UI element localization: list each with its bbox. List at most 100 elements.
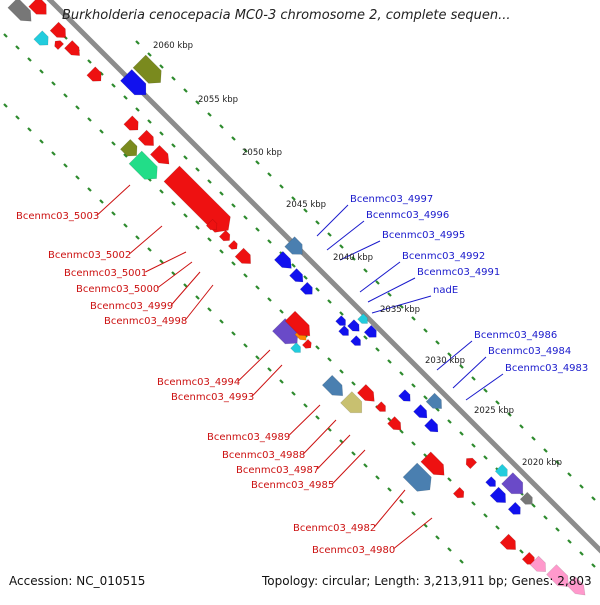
gene-arrow[interactable]: [7, 0, 36, 26]
kbp-label: 2040 kbp: [333, 253, 373, 263]
tick-mark: [387, 359, 392, 364]
gene-arrow[interactable]: [33, 30, 52, 49]
tick-mark: [87, 117, 92, 122]
tick-mark: [207, 112, 212, 117]
gene-label-reverse[interactable]: Bcenmc03_4993: [171, 392, 254, 403]
gene-label-forward[interactable]: Bcenmc03_4997: [350, 194, 433, 205]
gene-arrow[interactable]: [132, 54, 167, 89]
gene-arrow[interactable]: [420, 451, 449, 480]
gene-arrow[interactable]: [413, 404, 431, 422]
gene-arrow[interactable]: [289, 268, 307, 286]
gene-arrow[interactable]: [340, 391, 368, 419]
gene-arrow[interactable]: [234, 247, 255, 268]
gene-arrow[interactable]: [425, 392, 446, 413]
gene-arrow[interactable]: [227, 239, 239, 251]
gene-label-forward[interactable]: Bcenmc03_4992: [402, 251, 485, 262]
gene-arrow[interactable]: [529, 555, 550, 576]
gene-label-reverse[interactable]: Bcenmc03_4989: [207, 432, 290, 443]
tick-mark: [99, 199, 104, 204]
gene-arrow[interactable]: [452, 486, 466, 500]
gene-arrow[interactable]: [299, 281, 316, 298]
gene-arrow[interactable]: [350, 335, 364, 349]
gene-label-forward[interactable]: Bcenmc03_4996: [366, 210, 449, 221]
gene-label-reverse[interactable]: Bcenmc03_4988: [222, 450, 305, 461]
gene-arrow[interactable]: [120, 69, 151, 100]
kbp-label: 2055 kbp: [198, 95, 238, 105]
gene-label-forward[interactable]: Bcenmc03_4986: [474, 330, 557, 341]
gene-arrow[interactable]: [86, 66, 105, 85]
gene-label-reverse[interactable]: Bcenmc03_4998: [104, 316, 187, 327]
gene-label-forward[interactable]: Bcenmc03_4983: [505, 363, 588, 374]
gene-arrow[interactable]: [163, 165, 236, 238]
gene-arrow[interactable]: [64, 40, 83, 59]
gene-label-reverse[interactable]: Bcenmc03_5003: [16, 211, 99, 222]
gene-arrow[interactable]: [119, 138, 141, 160]
tick-mark: [375, 475, 380, 480]
gene-label-reverse[interactable]: Bcenmc03_4999: [90, 301, 173, 312]
gene-arrow[interactable]: [149, 144, 173, 168]
gene-label-forward[interactable]: Bcenmc03_4991: [417, 267, 500, 278]
gene-arrow[interactable]: [499, 533, 520, 554]
gene-label-forward[interactable]: nadE: [433, 285, 458, 296]
gene-arrow[interactable]: [424, 418, 442, 436]
kbp-label: 2060 kbp: [153, 41, 193, 51]
gene-arrow[interactable]: [28, 0, 52, 19]
gene-arrow[interactable]: [284, 310, 315, 341]
gene-arrow[interactable]: [49, 21, 70, 42]
tick-mark: [207, 237, 212, 242]
gene-arrow[interactable]: [375, 401, 389, 415]
gene-arrow[interactable]: [338, 325, 352, 339]
tick-mark: [327, 232, 332, 237]
gene-label-reverse[interactable]: Bcenmc03_4994: [157, 377, 240, 388]
gene-arrow[interactable]: [290, 342, 304, 356]
gene-arrow[interactable]: [357, 313, 371, 327]
gene-arrow[interactable]: [128, 150, 163, 185]
gene-arrow[interactable]: [485, 476, 499, 490]
gene-arrow[interactable]: [398, 389, 414, 405]
gene-arrow[interactable]: [566, 576, 590, 600]
tick-mark: [555, 527, 560, 532]
gene-arrow[interactable]: [321, 374, 347, 400]
gene-arrow[interactable]: [363, 324, 380, 341]
tick-mark: [111, 141, 116, 146]
tick-mark: [255, 285, 260, 290]
gene-label-reverse[interactable]: Bcenmc03_4985: [251, 480, 334, 491]
gene-arrow[interactable]: [387, 416, 405, 434]
gene-arrow[interactable]: [356, 383, 378, 405]
gene-label-reverse[interactable]: Bcenmc03_5000: [76, 284, 159, 295]
gene-arrow[interactable]: [489, 486, 510, 507]
gene-arrow[interactable]: [205, 218, 219, 232]
tick-mark: [243, 343, 248, 348]
gene-arrow[interactable]: [218, 229, 232, 243]
gene-arrow[interactable]: [52, 38, 65, 51]
gene-arrow[interactable]: [463, 455, 478, 470]
gene-arrow[interactable]: [507, 501, 524, 518]
gene-arrow[interactable]: [273, 250, 295, 272]
gene-arrow[interactable]: [284, 236, 308, 260]
gene-arrow[interactable]: [347, 319, 363, 335]
gene-label-forward[interactable]: Bcenmc03_4995: [382, 230, 465, 241]
tick-mark: [387, 292, 392, 297]
tick-mark: [399, 499, 404, 504]
gene-arrow[interactable]: [137, 129, 158, 150]
gene-label-reverse[interactable]: Bcenmc03_5002: [48, 250, 131, 261]
gene-arrow[interactable]: [546, 564, 574, 592]
gene-label-reverse[interactable]: Bcenmc03_4987: [236, 465, 319, 476]
gene-label-forward[interactable]: Bcenmc03_4984: [488, 346, 571, 357]
gene-arrow[interactable]: [494, 463, 511, 480]
gene-features[interactable]: [7, 0, 590, 600]
gene-arrow[interactable]: [402, 462, 437, 497]
gene-arrow[interactable]: [519, 491, 536, 508]
gene-arrow[interactable]: [335, 315, 349, 329]
gene-label-reverse[interactable]: Bcenmc03_4980: [312, 545, 395, 556]
tick-mark: [351, 256, 356, 261]
gene-arrow[interactable]: [123, 115, 142, 134]
gene-label-reverse[interactable]: Bcenmc03_4982: [293, 523, 376, 534]
gene-arrow[interactable]: [501, 472, 529, 500]
gene-arrow[interactable]: [301, 338, 313, 350]
tick-mark: [591, 563, 596, 568]
gene-label-reverse[interactable]: Bcenmc03_5001: [64, 268, 147, 279]
tick-mark: [3, 33, 8, 38]
